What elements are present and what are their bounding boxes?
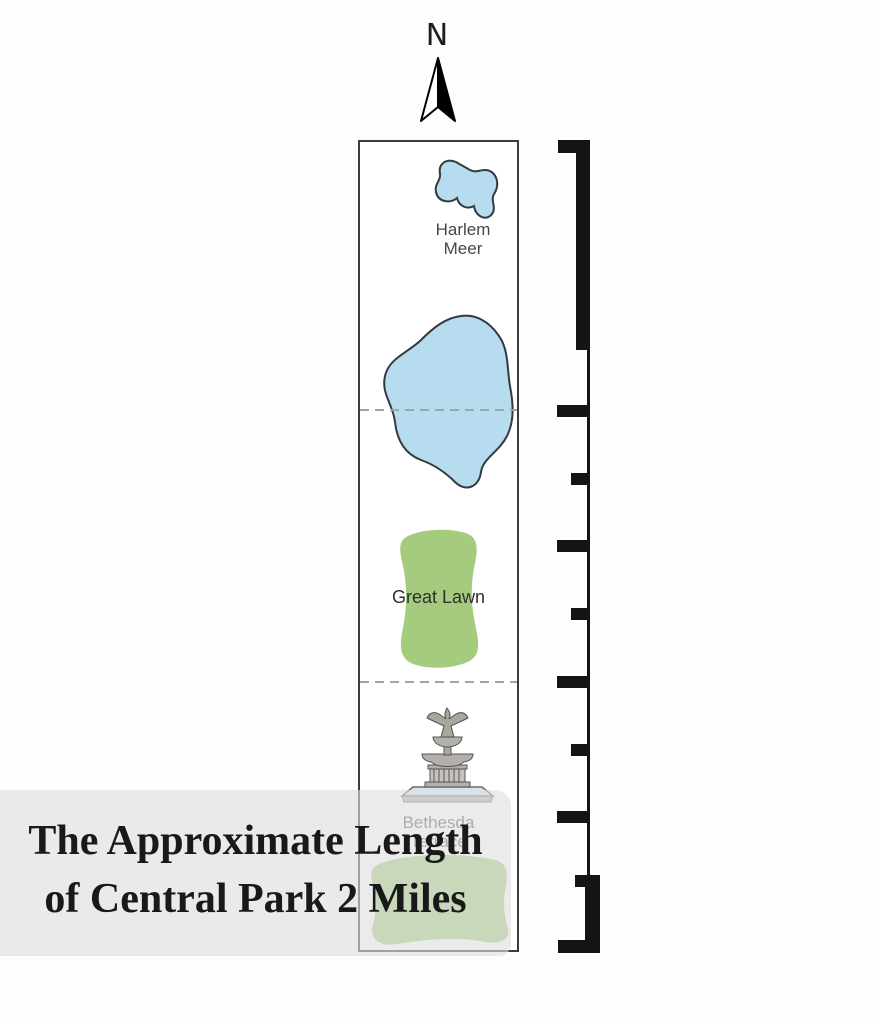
caption-text: The Approximate Length of Central Park 2… — [0, 812, 511, 928]
scale-tick-short — [571, 744, 590, 756]
reservoir-lake — [383, 314, 514, 489]
scale-tick-long — [557, 676, 590, 688]
harlem-meer-label-line1: Harlem — [435, 220, 491, 239]
scale-bottom-thick-segment — [585, 875, 600, 953]
harlem-meer-pond — [434, 159, 499, 219]
scale-tick-short — [571, 608, 590, 620]
caption-background-panel — [0, 790, 511, 956]
section-divider-upper — [360, 409, 517, 411]
scale-tick-long — [557, 405, 590, 417]
section-divider-lower — [360, 681, 517, 683]
harlem-meer-label-line2: Meer — [443, 239, 483, 258]
great-lawn-field — [400, 529, 479, 668]
length-scale-bracket — [556, 138, 604, 954]
caption-line2: of Central Park 2 Miles — [44, 876, 467, 922]
scale-tick-long — [557, 540, 590, 552]
compass-north-label: N — [425, 18, 449, 53]
scale-top-thick-segment — [576, 140, 590, 350]
caption-line1: The Approximate Length — [28, 818, 483, 864]
scale-tick-short — [571, 473, 590, 485]
scale-tick-long — [557, 811, 590, 823]
harlem-meer-label: Harlem Meer — [388, 220, 538, 258]
north-arrow-icon — [420, 57, 456, 122]
scale-bottom-cap — [558, 940, 600, 953]
great-lawn-label: Great Lawn — [391, 587, 486, 607]
